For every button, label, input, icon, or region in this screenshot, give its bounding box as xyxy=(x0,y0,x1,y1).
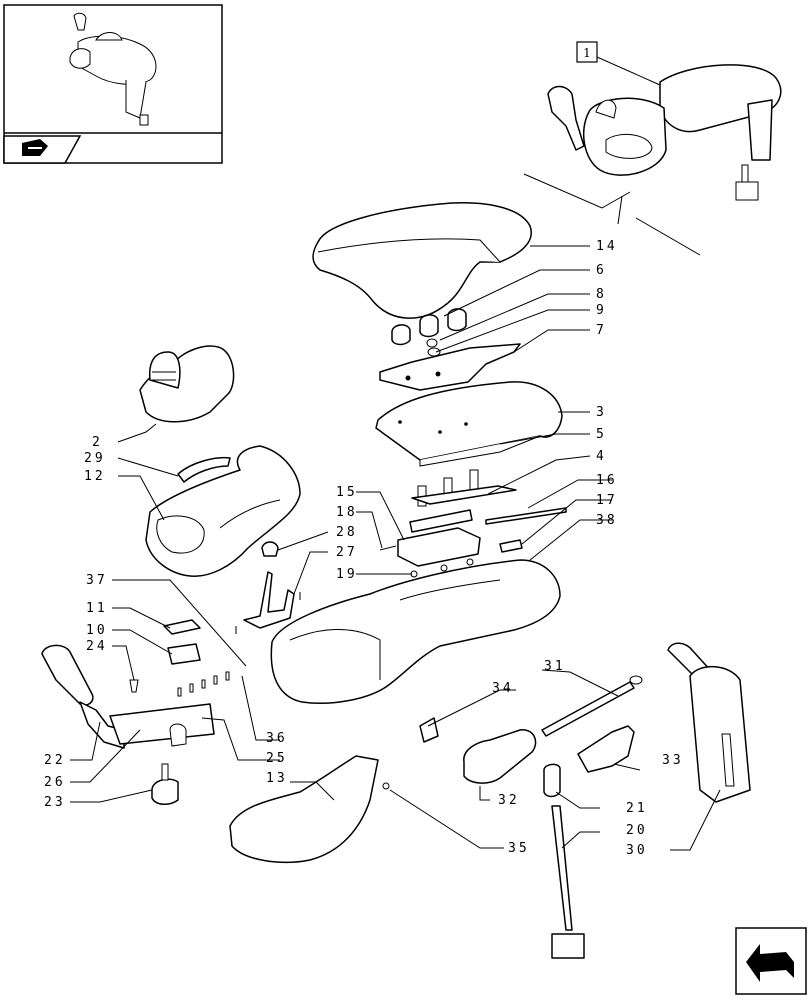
thumbnail-frame xyxy=(3,4,223,164)
callout-labels: 14 6 8 9 7 3 5 4 16 17 38 2 29 12 15 18 … xyxy=(44,239,684,858)
callout-9: 9 xyxy=(596,303,607,318)
callout-31: 31 xyxy=(544,659,566,674)
callout-3: 3 xyxy=(596,405,607,420)
callout-29: 29 xyxy=(84,451,106,466)
small-cap-part xyxy=(261,541,279,557)
upper-cover-part xyxy=(312,202,532,319)
support-bracket-part xyxy=(667,642,751,803)
thumbnail-armrest xyxy=(69,12,157,126)
small-bracket-part xyxy=(167,643,201,665)
callout-16: 16 xyxy=(596,473,618,488)
callout-27: 27 xyxy=(336,545,358,560)
leader-lines xyxy=(70,245,721,851)
handle-cover-part xyxy=(577,725,635,773)
clip-fastener-part xyxy=(419,717,439,743)
joystick-lever-assembly xyxy=(41,644,215,805)
bushing-part xyxy=(543,763,561,798)
nav-thumb-icon[interactable] xyxy=(22,139,48,156)
label-plate-part xyxy=(163,619,201,635)
callout-17: 17 xyxy=(596,493,618,508)
callout-22: 22 xyxy=(44,753,66,768)
callout-6: 6 xyxy=(596,263,607,278)
console-cover-part xyxy=(375,381,563,467)
nav-back-icon[interactable] xyxy=(735,927,807,995)
main-lower-housing-part xyxy=(270,559,561,704)
callout-35: 35 xyxy=(508,841,530,856)
callout-2: 2 xyxy=(92,435,103,450)
assembled-armrest-view: 1 xyxy=(523,41,782,256)
callout-25: 25 xyxy=(266,751,288,766)
callout-18: 18 xyxy=(336,505,358,520)
callout-13: 13 xyxy=(266,771,288,786)
rod-part xyxy=(485,507,567,525)
mounting-bracket-part xyxy=(235,571,301,634)
bracket-plate xyxy=(379,343,521,391)
callout-32: 32 xyxy=(498,793,520,808)
joystick-head-part xyxy=(139,345,235,423)
connector-block xyxy=(379,469,517,578)
overview-label-box xyxy=(576,41,598,63)
callout-19: 19 xyxy=(336,567,358,582)
callout-5: 5 xyxy=(596,427,607,442)
overview-label: 1 xyxy=(583,46,591,60)
callout-34: 34 xyxy=(492,681,514,696)
callout-26: 26 xyxy=(44,775,66,790)
callout-15: 15 xyxy=(336,485,358,500)
callout-4: 4 xyxy=(596,449,607,464)
grip-strip xyxy=(177,456,231,483)
callout-30: 30 xyxy=(626,843,648,858)
callout-23: 23 xyxy=(44,795,66,810)
callout-8: 8 xyxy=(596,287,607,302)
callout-24: 24 xyxy=(86,639,108,654)
callout-14: 14 xyxy=(596,239,618,254)
screw-part xyxy=(129,679,139,693)
screw-set xyxy=(177,671,230,697)
callout-7: 7 xyxy=(596,323,607,338)
joystick-housing-part xyxy=(145,445,301,577)
callout-10: 10 xyxy=(86,623,108,638)
clip-part xyxy=(499,539,523,553)
callout-28: 28 xyxy=(336,525,358,540)
callout-38: 38 xyxy=(596,513,618,528)
callout-20: 20 xyxy=(626,823,648,838)
callout-21: 21 xyxy=(626,801,648,816)
cable-harness-part xyxy=(551,805,585,959)
cylinder-grip-part xyxy=(463,729,537,784)
lower-tray-part xyxy=(229,755,390,864)
callout-37: 37 xyxy=(86,573,108,588)
callout-36: 36 xyxy=(266,731,288,746)
callout-12: 12 xyxy=(84,469,106,484)
callout-11: 11 xyxy=(86,601,108,616)
callout-33: 33 xyxy=(662,753,684,768)
long-pin-part xyxy=(541,675,643,737)
